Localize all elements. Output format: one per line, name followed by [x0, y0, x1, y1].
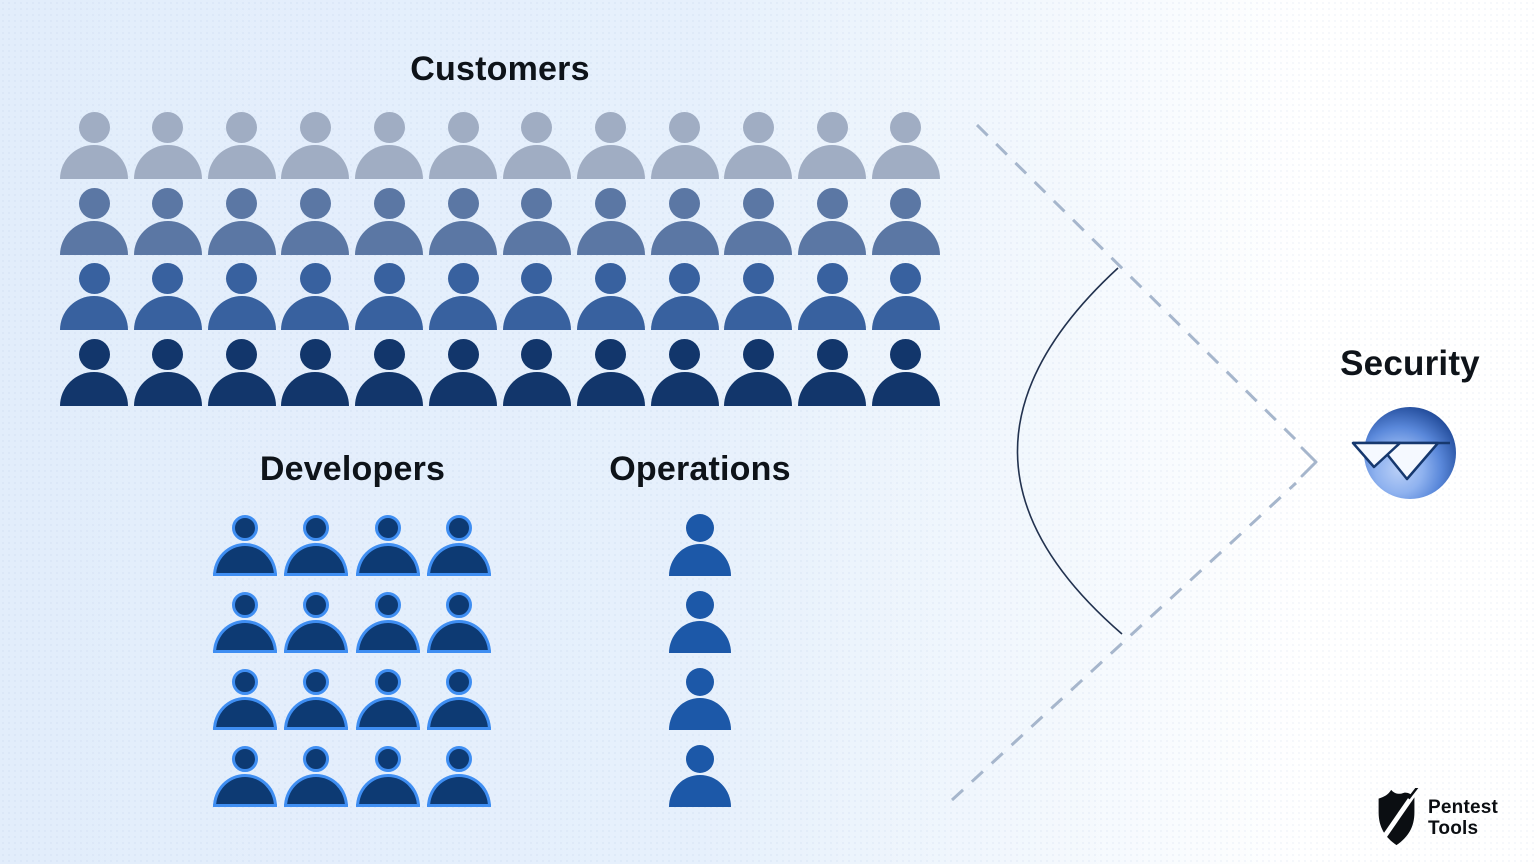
person-icon: [426, 515, 491, 576]
person-icon: [284, 515, 349, 576]
person-icon: [502, 187, 571, 255]
person-icon: [207, 263, 276, 331]
person-icon: [355, 338, 424, 406]
person-icon: [669, 668, 731, 730]
customers-row: [60, 263, 940, 331]
person-icon: [650, 187, 719, 255]
person-icon: [207, 338, 276, 406]
person-icon: [355, 669, 420, 730]
person-icon: [429, 338, 498, 406]
person-icon: [133, 338, 202, 406]
operations-row: [669, 514, 731, 576]
logo-text: Pentest Tools: [1428, 797, 1498, 839]
person-icon: [724, 187, 793, 255]
developers-label: Developers: [259, 450, 446, 488]
person-icon: [281, 112, 350, 179]
person-icon: [60, 338, 128, 406]
customers-row: [60, 112, 940, 179]
person-icon: [798, 112, 867, 179]
security-label: Security: [1340, 344, 1480, 383]
person-icon: [426, 592, 491, 653]
customers-row: [60, 338, 940, 406]
operations-label: Operations: [609, 450, 791, 488]
person-icon: [281, 187, 350, 255]
funnel-line-lower: [950, 481, 1298, 802]
person-icon: [281, 263, 350, 331]
person-icon: [281, 338, 350, 406]
person-icon: [650, 263, 719, 331]
person-icon: [576, 263, 645, 331]
person-icon: [207, 112, 276, 179]
person-icon: [724, 263, 793, 331]
person-icon: [213, 592, 277, 653]
field-of-view-arc: [1016, 267, 1123, 635]
developers-row: [213, 746, 491, 807]
person-icon: [133, 263, 202, 331]
person-icon: [724, 112, 793, 179]
person-icon: [429, 112, 498, 179]
person-icon: [669, 591, 731, 653]
customers-group: [60, 112, 940, 406]
person-icon: [669, 745, 731, 807]
developers-group: [213, 515, 491, 807]
shield-slash-icon: [1374, 788, 1420, 848]
person-icon: [502, 338, 571, 406]
operations-group: [669, 514, 731, 807]
person-icon: [133, 187, 202, 255]
pentest-tools-logo: Pentest Tools: [1374, 788, 1498, 848]
developers-row: [213, 592, 491, 653]
person-icon: [650, 112, 719, 179]
person-icon: [429, 263, 498, 331]
person-icon: [798, 338, 867, 406]
person-icon: [798, 263, 867, 331]
person-icon: [284, 669, 349, 730]
person-icon: [871, 263, 940, 331]
logo-line2: Tools: [1428, 818, 1479, 839]
person-icon: [213, 746, 277, 807]
customers-row: [60, 187, 940, 255]
person-icon: [355, 112, 424, 179]
funnel-line-upper: [975, 123, 1298, 442]
developers-row: [213, 515, 491, 576]
person-icon: [576, 112, 645, 179]
person-icon: [576, 338, 645, 406]
person-icon: [133, 112, 202, 179]
logo-line1: Pentest: [1428, 797, 1499, 818]
person-icon: [502, 112, 571, 179]
person-icon: [669, 514, 731, 576]
operations-row: [669, 668, 731, 730]
operations-row: [669, 745, 731, 807]
person-icon: [213, 669, 277, 730]
person-icon: [60, 263, 128, 331]
funnel-apex-chevron-icon: [1300, 446, 1318, 478]
person-icon: [426, 746, 491, 807]
person-icon: [798, 187, 867, 255]
person-icon: [355, 746, 420, 807]
glyph-right-triangle: [1376, 441, 1440, 481]
glyph-left-triangle: [1351, 441, 1402, 469]
person-icon: [60, 112, 128, 179]
person-icon: [355, 263, 424, 331]
customers-label: Customers: [410, 50, 590, 88]
person-icon: [284, 746, 349, 807]
person-icon: [426, 669, 491, 730]
developers-row: [213, 669, 491, 730]
person-icon: [355, 592, 420, 653]
person-icon: [355, 515, 420, 576]
operations-row: [669, 591, 731, 653]
person-icon: [213, 515, 277, 576]
person-icon: [871, 187, 940, 255]
security-sphere-glyph-icon: [1351, 441, 1450, 481]
person-icon: [284, 592, 349, 653]
person-icon: [871, 112, 940, 179]
person-icon: [650, 338, 719, 406]
person-icon: [355, 187, 424, 255]
person-icon: [871, 338, 940, 406]
person-icon: [60, 187, 128, 255]
person-icon: [576, 187, 645, 255]
person-icon: [724, 338, 793, 406]
person-icon: [207, 187, 276, 255]
person-icon: [429, 187, 498, 255]
person-icon: [502, 263, 571, 331]
